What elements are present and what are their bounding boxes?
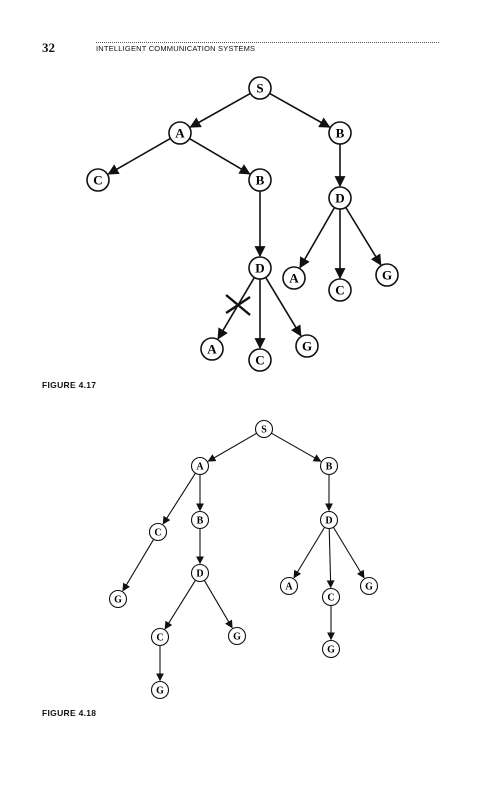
node-label: G <box>114 595 122 606</box>
tree-node-b: B <box>328 121 352 145</box>
edge-d2-c3 <box>164 579 196 630</box>
tree-node-d: D <box>248 256 272 280</box>
node-label: C <box>156 633 163 644</box>
pruned-edge-cross <box>225 294 251 316</box>
node-label: G <box>156 686 164 697</box>
node-label: G <box>365 582 373 593</box>
tree-node-a: A <box>168 121 192 145</box>
tree-node-s: S <box>254 419 274 439</box>
tree-node-b: B <box>248 168 272 192</box>
node-label: C <box>335 283 344 298</box>
edge-d1-c2 <box>326 528 335 589</box>
tree-node-g: G <box>321 639 341 659</box>
edge-a-c1 <box>162 472 196 525</box>
node-label: A <box>196 462 204 473</box>
edge-d2-a2 <box>217 277 256 340</box>
figure-4-17-caption: FIGURE 4.17 <box>42 380 97 390</box>
edge-s-b1 <box>269 92 331 128</box>
tree-node-b: B <box>190 510 210 530</box>
tree-node-c: C <box>150 627 170 647</box>
tree-node-g: G <box>150 680 170 700</box>
node-label: S <box>261 425 267 436</box>
tree-node-c: C <box>148 522 168 542</box>
edge-c1-g1 <box>122 539 155 592</box>
node-label: D <box>255 261 264 276</box>
header-rule <box>96 42 439 43</box>
figure-4-18-caption: FIGURE 4.18 <box>42 708 97 718</box>
tree-node-a: A <box>282 266 306 290</box>
tree-node-b: B <box>319 456 339 476</box>
tree-node-g: G <box>295 334 319 358</box>
node-label: C <box>93 173 102 188</box>
edge-d1-a3 <box>299 207 336 269</box>
node-label: G <box>382 268 392 283</box>
node-label: G <box>302 339 312 354</box>
edge-a-c1 <box>107 137 171 175</box>
node-label: C <box>327 593 334 604</box>
figure-4-17-diagram: S A B C B D A C G D A C G <box>86 76 399 372</box>
node-label: B <box>326 462 333 473</box>
edge-s-a <box>207 432 257 462</box>
node-label: B <box>336 126 345 141</box>
edge-d2-g4 <box>203 580 233 629</box>
edge-s-b1 <box>271 432 322 462</box>
tree-node-g: G <box>375 263 399 287</box>
node-label: D <box>335 191 344 206</box>
node-label: A <box>285 582 293 593</box>
page-header: 32 INTELLIGENT COMMUNICATION SYSTEMS <box>0 0 486 60</box>
tree-node-g: G <box>227 626 247 646</box>
edge-d1-g2 <box>345 206 382 266</box>
page-number: 32 <box>42 40 55 55</box>
running-title: INTELLIGENT COMMUNICATION SYSTEMS <box>96 44 256 53</box>
node-label: D <box>325 516 332 527</box>
node-label: B <box>197 516 204 527</box>
tree-node-s: S <box>248 76 272 100</box>
tree-node-a: A <box>279 576 299 596</box>
tree-node-c: C <box>328 278 352 302</box>
edge-d1-a2 <box>293 526 326 579</box>
edge-d1-g2 <box>332 526 365 579</box>
tree-node-d: D <box>319 510 339 530</box>
edge-d2-g1 <box>264 277 302 337</box>
tree-node-c: C <box>321 587 341 607</box>
node-label: A <box>207 342 217 357</box>
edge-s-a <box>189 92 251 128</box>
tree-node-g: G <box>108 589 128 609</box>
tree-node-c: C <box>248 348 272 372</box>
node-label: C <box>255 353 264 368</box>
node-label: G <box>233 632 241 643</box>
node-label: C <box>154 528 161 539</box>
tree-node-a: A <box>200 337 224 361</box>
node-label: A <box>175 126 185 141</box>
node-label: S <box>256 81 263 96</box>
tree-node-c: C <box>86 168 110 192</box>
edge-a-b2 <box>189 137 251 175</box>
tree-node-d: D <box>190 563 210 583</box>
tree-node-g: G <box>359 576 379 596</box>
node-label: A <box>289 271 299 286</box>
node-label: B <box>256 173 265 188</box>
tree-node-d: D <box>328 186 352 210</box>
node-label: D <box>196 569 203 580</box>
tree-node-a: A <box>190 456 210 476</box>
node-label: G <box>327 645 335 656</box>
